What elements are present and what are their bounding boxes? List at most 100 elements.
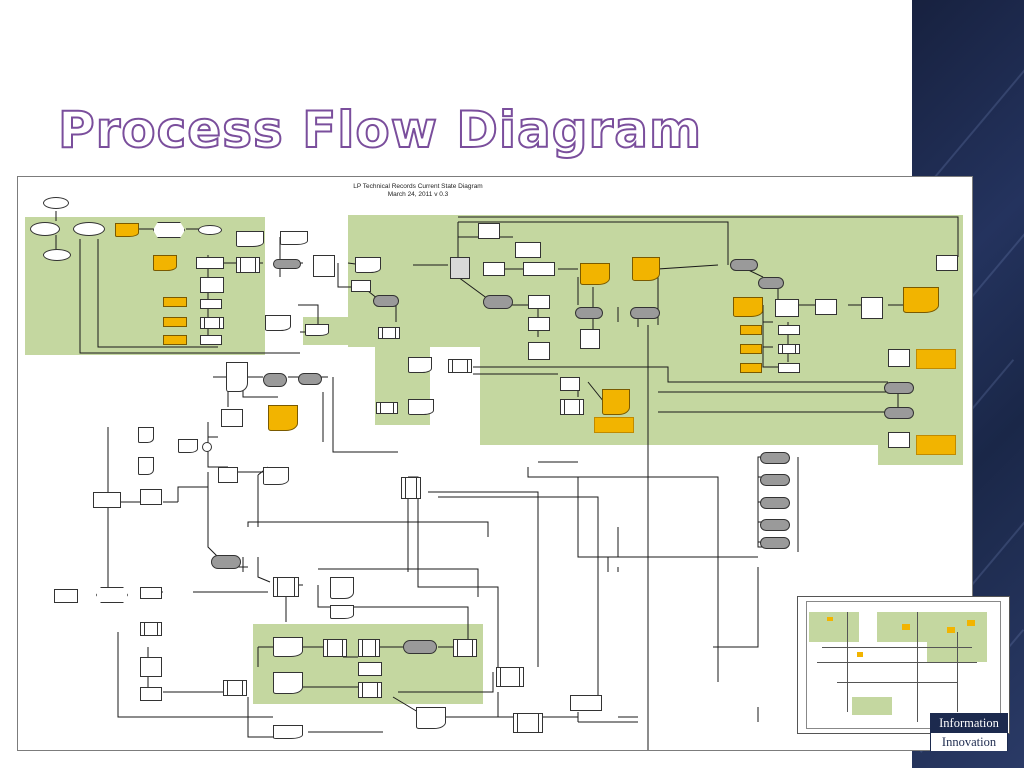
predefined-process [778, 344, 800, 354]
process-box [140, 657, 162, 677]
document [408, 357, 432, 373]
document [305, 324, 329, 336]
predefined-process [273, 577, 299, 597]
process-box [528, 317, 550, 331]
process-flow-diagram: LP Technical Records Current State Diagr… [17, 176, 973, 751]
process-box [93, 492, 121, 508]
gray-process [884, 382, 914, 394]
terminator [198, 225, 222, 235]
gray-process [373, 295, 399, 307]
process-box [200, 277, 224, 293]
document [355, 257, 381, 273]
orange-document [903, 287, 939, 313]
predefined-process [140, 622, 162, 636]
orange-document [632, 257, 660, 281]
gray-process [730, 259, 758, 271]
gray-process [403, 640, 437, 654]
process-box [200, 299, 222, 309]
predefined-process [453, 639, 477, 657]
process-box [580, 329, 600, 349]
green-zone [348, 215, 963, 347]
orange-box [163, 297, 187, 307]
process-box [888, 349, 910, 367]
orange-document [115, 223, 139, 237]
predefined-process [358, 682, 382, 698]
predefined-process [358, 639, 380, 657]
diagram-thumbnail [797, 596, 1010, 734]
process-box [528, 342, 550, 360]
document [263, 467, 289, 485]
diagram-title-line2: March 24, 2011 v 0.3 [387, 191, 449, 198]
document [273, 672, 303, 694]
gray-process [483, 295, 513, 309]
document [330, 605, 354, 619]
process-box [936, 255, 958, 271]
gray-process [760, 474, 790, 486]
gray-process [298, 373, 322, 385]
gray-process [760, 452, 790, 464]
orange-box [163, 335, 187, 345]
orange-note [916, 349, 956, 369]
connector-node [202, 442, 212, 452]
gray-process [575, 307, 603, 319]
orange-document [153, 255, 177, 271]
process-box [140, 687, 162, 701]
orange-box [740, 363, 762, 373]
gray-process [630, 307, 660, 319]
process-box [221, 409, 243, 427]
gray-process [760, 519, 790, 531]
document [280, 231, 308, 245]
predefined-process [236, 257, 260, 273]
orange-document [602, 389, 630, 415]
process-node [43, 249, 71, 261]
predefined-process [448, 359, 472, 373]
diagram-title-line1: LP Technical Records Current State Diagr… [353, 183, 483, 190]
predefined-process [560, 399, 584, 415]
gray-process [758, 277, 784, 289]
document [265, 315, 291, 331]
process-box [861, 297, 883, 319]
process-box [888, 432, 910, 448]
orange-document [268, 405, 298, 431]
green-zone [25, 217, 265, 355]
process-box [140, 587, 162, 599]
document [273, 637, 303, 657]
display-shape [96, 587, 128, 603]
process-box [570, 695, 602, 711]
document [226, 362, 248, 392]
process-box [778, 363, 800, 373]
start-node [43, 197, 69, 209]
process-box [775, 299, 799, 317]
process-box [523, 262, 555, 276]
process-box [528, 295, 550, 309]
orange-box [163, 317, 187, 327]
database-icon [450, 257, 470, 279]
green-zone [480, 345, 880, 445]
predefined-process [496, 667, 524, 687]
document [408, 399, 434, 415]
document [330, 577, 354, 599]
process-box [200, 335, 222, 345]
orange-box [740, 344, 762, 354]
process-box [196, 257, 224, 269]
process-node [73, 222, 105, 236]
process-box [218, 467, 238, 483]
gray-process [263, 373, 287, 387]
document [178, 439, 198, 453]
orange-note [916, 435, 956, 455]
process-box [815, 299, 837, 315]
process-box [560, 377, 580, 391]
process-box [515, 242, 541, 258]
orange-document [580, 263, 610, 285]
document [236, 231, 264, 247]
process-box [313, 255, 335, 277]
company-logo: Information Innovation [930, 713, 1008, 751]
document [273, 725, 303, 739]
document [138, 457, 154, 475]
predefined-process [200, 317, 224, 329]
decision-node [30, 222, 60, 236]
predefined-process [401, 477, 421, 499]
logo-line2: Innovation [931, 733, 1007, 751]
predefined-process [323, 639, 347, 657]
predefined-process [376, 402, 398, 414]
